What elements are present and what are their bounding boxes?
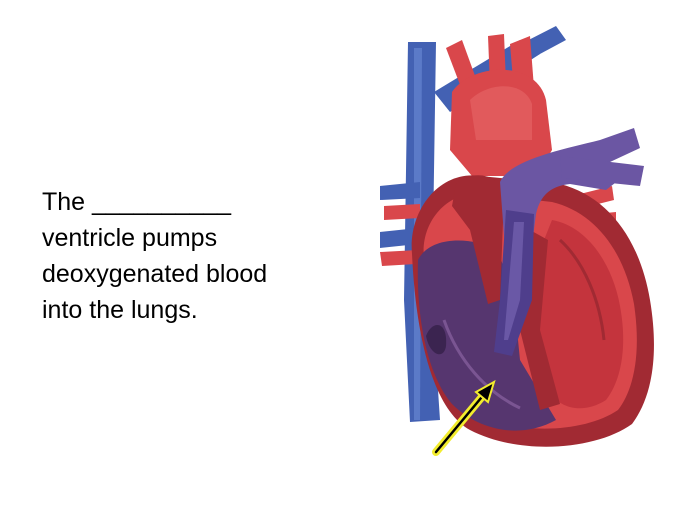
question-line: ventricle pumps — [42, 224, 218, 252]
pulmonary-artery — [494, 128, 644, 356]
question-line: deoxygenated blood — [42, 260, 268, 288]
right-ventricle — [417, 240, 556, 431]
question-line: into the lungs. — [42, 296, 198, 324]
aorta — [446, 34, 552, 176]
left-ventricle — [533, 220, 624, 409]
heart-body — [411, 175, 654, 447]
pointer-arrow — [432, 379, 496, 456]
question-line: The __________ — [42, 188, 232, 216]
heart-diagram — [380, 26, 654, 456]
question-text: The __________ ventricle pumps deoxygena… — [42, 184, 342, 328]
